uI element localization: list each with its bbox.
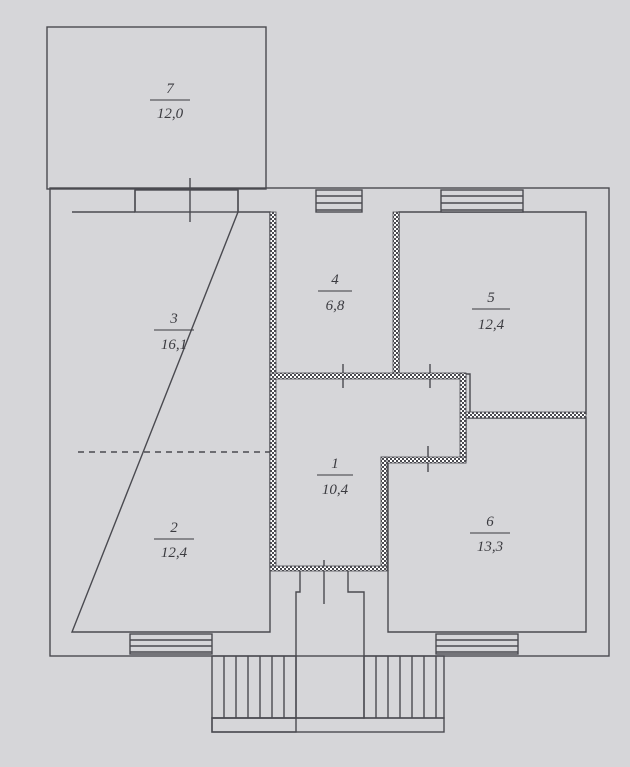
svg-text:6,8: 6,8 <box>326 298 345 314</box>
room-label-4: 4 6,8 <box>318 272 352 314</box>
svg-text:4: 4 <box>331 272 339 288</box>
room-3-2-outline <box>70 211 271 633</box>
room-label-5: 5 12,4 <box>472 290 510 333</box>
svg-text:1: 1 <box>331 456 339 472</box>
svg-text:3: 3 <box>169 311 178 327</box>
svg-text:6: 6 <box>486 514 494 530</box>
room-label-2: 2 12,4 <box>154 520 194 561</box>
door-terrace <box>134 178 239 222</box>
room-label-1: 1 10,4 <box>317 456 353 498</box>
svg-text:16,1: 16,1 <box>161 337 187 353</box>
porch-steps-left <box>211 655 297 733</box>
room-label-3: 3 16,1 <box>154 311 194 353</box>
window-room-2 <box>129 633 213 655</box>
terrace-outline <box>46 26 267 190</box>
svg-text:12,0: 12,0 <box>157 106 184 122</box>
svg-text:12,4: 12,4 <box>478 317 505 333</box>
window-room-6 <box>435 633 519 655</box>
svg-text:10,4: 10,4 <box>322 482 349 498</box>
house-outer-wall <box>49 187 610 657</box>
vestibule-outline <box>295 570 365 719</box>
room-5-outline <box>398 211 587 415</box>
svg-text:5: 5 <box>487 290 495 306</box>
window-room-4 <box>315 189 363 213</box>
svg-text:13,3: 13,3 <box>477 539 503 555</box>
svg-text:12,4: 12,4 <box>161 545 188 561</box>
svg-text:2: 2 <box>170 520 178 536</box>
room-label-7: 7 12,0 <box>150 81 190 122</box>
svg-text:7: 7 <box>166 81 175 97</box>
room-label-6: 6 13,3 <box>470 514 510 555</box>
window-room-5 <box>440 189 524 213</box>
porch-steps-right <box>211 655 445 733</box>
partition-walls <box>269 211 587 572</box>
